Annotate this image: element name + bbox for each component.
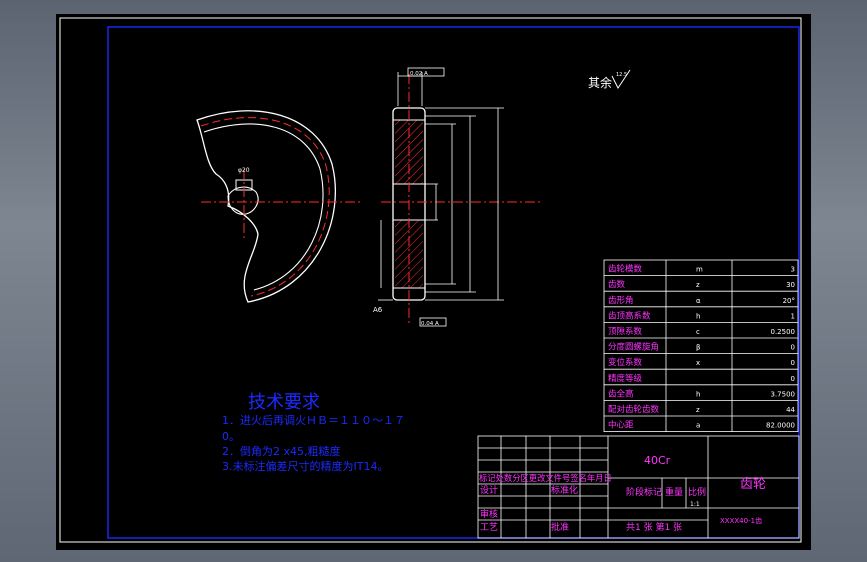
chamfer-label: A6 [373, 306, 383, 314]
bore-keyway [227, 186, 259, 215]
param-symbol: h [696, 312, 700, 320]
weight-label: 重量 [665, 486, 683, 498]
sheet-label: 共1 张 第1 张 [626, 521, 682, 533]
gear-parameter-table: 齿轮模数 m 3 齿数 z 30 齿形角 α 20° 齿顶高系数 h 1 顶隙系数 c 0.2500 分度圆螺… [603, 259, 799, 433]
param-value: 3 [791, 266, 795, 274]
param-value: 0.2500 [771, 328, 796, 336]
gear-outline [196, 110, 336, 303]
param-name: 齿全高 [608, 388, 634, 399]
param-name: 中心距 [608, 420, 634, 431]
tech-req-line-1: 1．进火后再调火ＨＢ＝１１０～１７ [222, 414, 405, 427]
param-name: 变位系数 [608, 357, 643, 368]
param-symbol: β [696, 344, 700, 352]
gear-section-view: 0.02 A 0.04 A A6 [373, 67, 542, 327]
gear-inner-rim [203, 123, 324, 291]
tech-req-line-2: 0。 [222, 430, 240, 443]
param-table-frame [603, 259, 799, 433]
scale-label: 比例 [688, 486, 706, 498]
param-value: 1 [791, 312, 795, 320]
material-label: 40Cr [644, 454, 671, 467]
technical-requirements: 技术要求 1．进火后再调火ＨＢ＝１１０～１７ 0。 2．倒角为2 x45,粗糙度… [222, 392, 405, 473]
tolerance-bottom: 0.04 A [421, 321, 439, 327]
tech-req-title: 技术要求 [248, 392, 320, 413]
param-symbol: α [696, 297, 701, 305]
param-symbol: m [696, 266, 703, 274]
scale-value: 1:1 [690, 501, 700, 508]
part-name: 齿轮 [740, 477, 766, 492]
param-symbol: c [696, 328, 700, 336]
roughness-prefix: 其余 [588, 75, 612, 90]
param-symbol: z [696, 281, 700, 289]
param-name: 配对齿轮齿数 [608, 404, 660, 415]
param-name: 齿顶高系数 [608, 310, 651, 321]
keyway-dimension: φ20 [238, 167, 250, 174]
param-value: 44 [786, 406, 795, 414]
revision-header: 标记处数分区更改文件号签名年月日 [479, 473, 612, 483]
param-name: 精度等级 [608, 373, 643, 384]
param-symbol: h [696, 390, 700, 398]
param-value: 0 [791, 359, 795, 367]
param-value: 20° [783, 297, 795, 305]
stage-label: 阶段标记 [626, 486, 662, 498]
param-value: 30 [786, 281, 795, 289]
gear-front-view: φ20 [196, 110, 361, 303]
outer-border [59, 17, 802, 543]
param-name: 齿轮模数 [608, 264, 643, 275]
param-name: 分度圆螺旋角 [608, 342, 659, 353]
diameter-dimensions [378, 72, 504, 301]
roughness-value: 12.5 [616, 72, 627, 78]
pitch-circle [200, 117, 330, 297]
tolerance-frames [407, 67, 447, 327]
standard-label: 标准化 [551, 484, 578, 496]
tech-req-line-3: 2．倒角为2 x45,粗糙度 [222, 444, 341, 458]
param-value: 0 [791, 344, 795, 352]
param-value: 3.7500 [771, 390, 796, 398]
param-value: 0 [791, 375, 795, 383]
param-symbol: z [696, 406, 700, 414]
tolerance-top: 0.02 A [410, 71, 428, 77]
param-name: 齿数 [608, 279, 626, 290]
review-label: 审核 [480, 508, 498, 520]
drawing-sheet: φ20 [56, 14, 811, 550]
drawing-number: XXXX40-1齿 [720, 517, 762, 525]
param-symbol: x [696, 359, 700, 367]
param-name: 顶隙系数 [608, 326, 643, 337]
process-label: 工艺 [480, 522, 498, 533]
designer-label: 设计 [480, 484, 498, 496]
cad-drawing: φ20 [59, 17, 802, 543]
param-symbol: a [696, 422, 700, 430]
param-value: 82.0000 [766, 422, 795, 430]
param-name: 齿形角 [608, 295, 634, 306]
title-block [477, 435, 800, 539]
inner-frame [107, 26, 800, 539]
tech-req-line-4: 3.未标注偏差尺寸的精度为IT14。 [222, 459, 388, 473]
roughness-symbol-icon [611, 69, 631, 89]
approve-label: 批准 [551, 521, 569, 533]
